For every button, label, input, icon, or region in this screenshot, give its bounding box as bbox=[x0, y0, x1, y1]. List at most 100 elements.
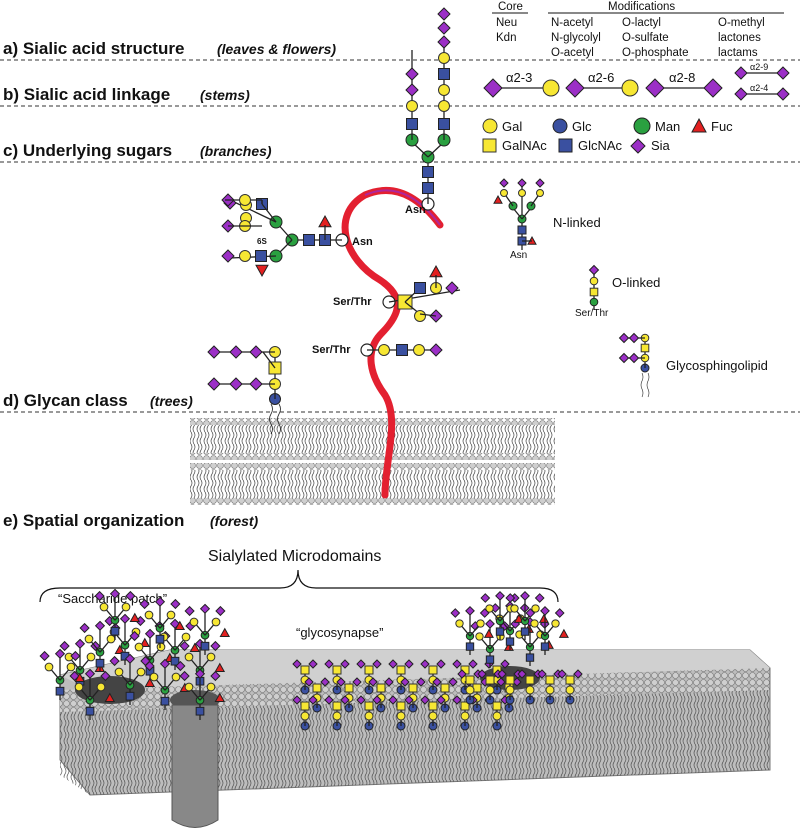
sia-residue bbox=[429, 343, 443, 357]
glcnac-residue bbox=[525, 653, 535, 662]
gal-residue bbox=[545, 685, 555, 695]
sia-residue bbox=[139, 598, 150, 610]
sia-residue bbox=[249, 345, 263, 359]
linkage-label-a2-4: α2-4 bbox=[750, 83, 768, 93]
gal-residue bbox=[364, 711, 374, 721]
sia-residue bbox=[119, 613, 131, 624]
gal-residue bbox=[86, 652, 96, 662]
sia-residue bbox=[448, 677, 458, 687]
gal-residue bbox=[438, 52, 450, 64]
galnac-residue bbox=[376, 683, 386, 693]
galnac-residue bbox=[485, 675, 495, 685]
sia-residue bbox=[308, 659, 318, 669]
legend-glcnac: GlcNAc bbox=[578, 138, 623, 153]
glcnac-residue bbox=[517, 225, 527, 235]
sia-residue bbox=[520, 590, 530, 601]
section-b-label: b) Sialic acid linkage bbox=[3, 85, 170, 104]
galnac-residue bbox=[364, 701, 374, 711]
man-residue bbox=[589, 297, 599, 307]
gal-residue bbox=[438, 100, 450, 112]
asn-label-left: Asn bbox=[352, 236, 373, 248]
sia-residue bbox=[618, 332, 630, 344]
sia-residue bbox=[124, 653, 136, 664]
sia-residue bbox=[184, 605, 195, 617]
gal-residue bbox=[406, 100, 418, 112]
glcnac-residue bbox=[485, 655, 495, 664]
galnac-residue bbox=[396, 665, 406, 675]
mod-col2-1: O-sulfate bbox=[622, 32, 669, 44]
sia-residue bbox=[436, 659, 446, 669]
fuc-residue bbox=[104, 692, 116, 703]
fuc-residue bbox=[114, 644, 126, 655]
sia-residue bbox=[400, 677, 410, 687]
galnac-residue bbox=[364, 665, 374, 675]
sia-residue bbox=[221, 249, 235, 263]
core-item-0: Neu bbox=[496, 17, 517, 29]
gal-residue bbox=[114, 667, 124, 677]
section-d-label: d) Glycan class bbox=[3, 391, 128, 410]
section-a-label: a) Sialic acid structure bbox=[3, 39, 184, 58]
sia-residue bbox=[324, 659, 334, 669]
galnac-residue bbox=[505, 675, 515, 685]
mod-col3-2: lactams bbox=[718, 47, 758, 59]
gal-residue bbox=[428, 711, 438, 721]
galnac-residue bbox=[408, 683, 418, 693]
linkage-label-a2-8: α2-8 bbox=[669, 70, 695, 85]
glcnac-residue bbox=[155, 634, 165, 644]
sia-residue bbox=[505, 593, 516, 603]
gal-residue bbox=[99, 602, 109, 612]
linkage-label-a2-9: α2-9 bbox=[750, 62, 768, 72]
linkage-label-a2-6: α2-6 bbox=[588, 70, 614, 85]
legend-man: Man bbox=[655, 119, 680, 134]
gal-residue bbox=[96, 682, 106, 692]
sia-residue bbox=[207, 377, 221, 391]
sia-residue bbox=[436, 695, 446, 705]
legend-fuc: Fuc bbox=[711, 119, 733, 134]
glcnac-residue bbox=[110, 626, 120, 636]
fuc-residue bbox=[214, 692, 226, 703]
modifications-header: Modifications bbox=[608, 1, 675, 13]
sia-residue bbox=[479, 608, 490, 618]
sia-residue bbox=[517, 669, 527, 679]
gal-residue bbox=[378, 344, 390, 356]
gal-residue bbox=[510, 604, 519, 613]
sia-residue bbox=[210, 670, 221, 682]
sia-residue bbox=[497, 669, 507, 679]
sia-residue bbox=[215, 605, 226, 617]
galnac-residue bbox=[565, 675, 575, 685]
gal-residue bbox=[565, 685, 575, 695]
gal-residue bbox=[300, 711, 310, 721]
galnac-residue bbox=[640, 343, 650, 353]
gal-residue bbox=[460, 711, 470, 721]
sia-residue bbox=[372, 659, 382, 669]
glcnac-residue bbox=[55, 686, 65, 696]
sia-residue bbox=[308, 695, 318, 705]
section-c-sub: (branches) bbox=[200, 143, 272, 159]
fuc-residue bbox=[493, 194, 503, 204]
gal-residue bbox=[589, 276, 599, 286]
sia-residue bbox=[496, 677, 506, 687]
sia-residue bbox=[416, 677, 426, 687]
galnac-residue bbox=[460, 701, 470, 711]
gal-residue bbox=[239, 194, 251, 206]
sia-residue bbox=[437, 21, 451, 35]
sia-residue bbox=[445, 281, 459, 295]
fuc-residue bbox=[503, 641, 514, 651]
sia-residue bbox=[210, 640, 221, 652]
patch-label: “Saccharide patch” bbox=[58, 591, 167, 606]
sia-residue bbox=[372, 695, 382, 705]
gal-residue bbox=[171, 672, 181, 682]
gal-residue bbox=[156, 642, 166, 652]
sia-residue bbox=[84, 668, 96, 679]
sulfate-label: 6S bbox=[257, 237, 267, 246]
sia-residue bbox=[468, 659, 478, 669]
olinked-label: O-linked bbox=[612, 275, 660, 290]
synapse-label: “glycosynapse” bbox=[296, 625, 383, 640]
sia-residue bbox=[388, 695, 398, 705]
galnac-residue bbox=[545, 675, 555, 685]
sia-residue bbox=[437, 7, 451, 21]
sia-residue bbox=[70, 650, 81, 662]
gal-residue bbox=[206, 652, 216, 662]
gal-residue bbox=[485, 685, 495, 695]
